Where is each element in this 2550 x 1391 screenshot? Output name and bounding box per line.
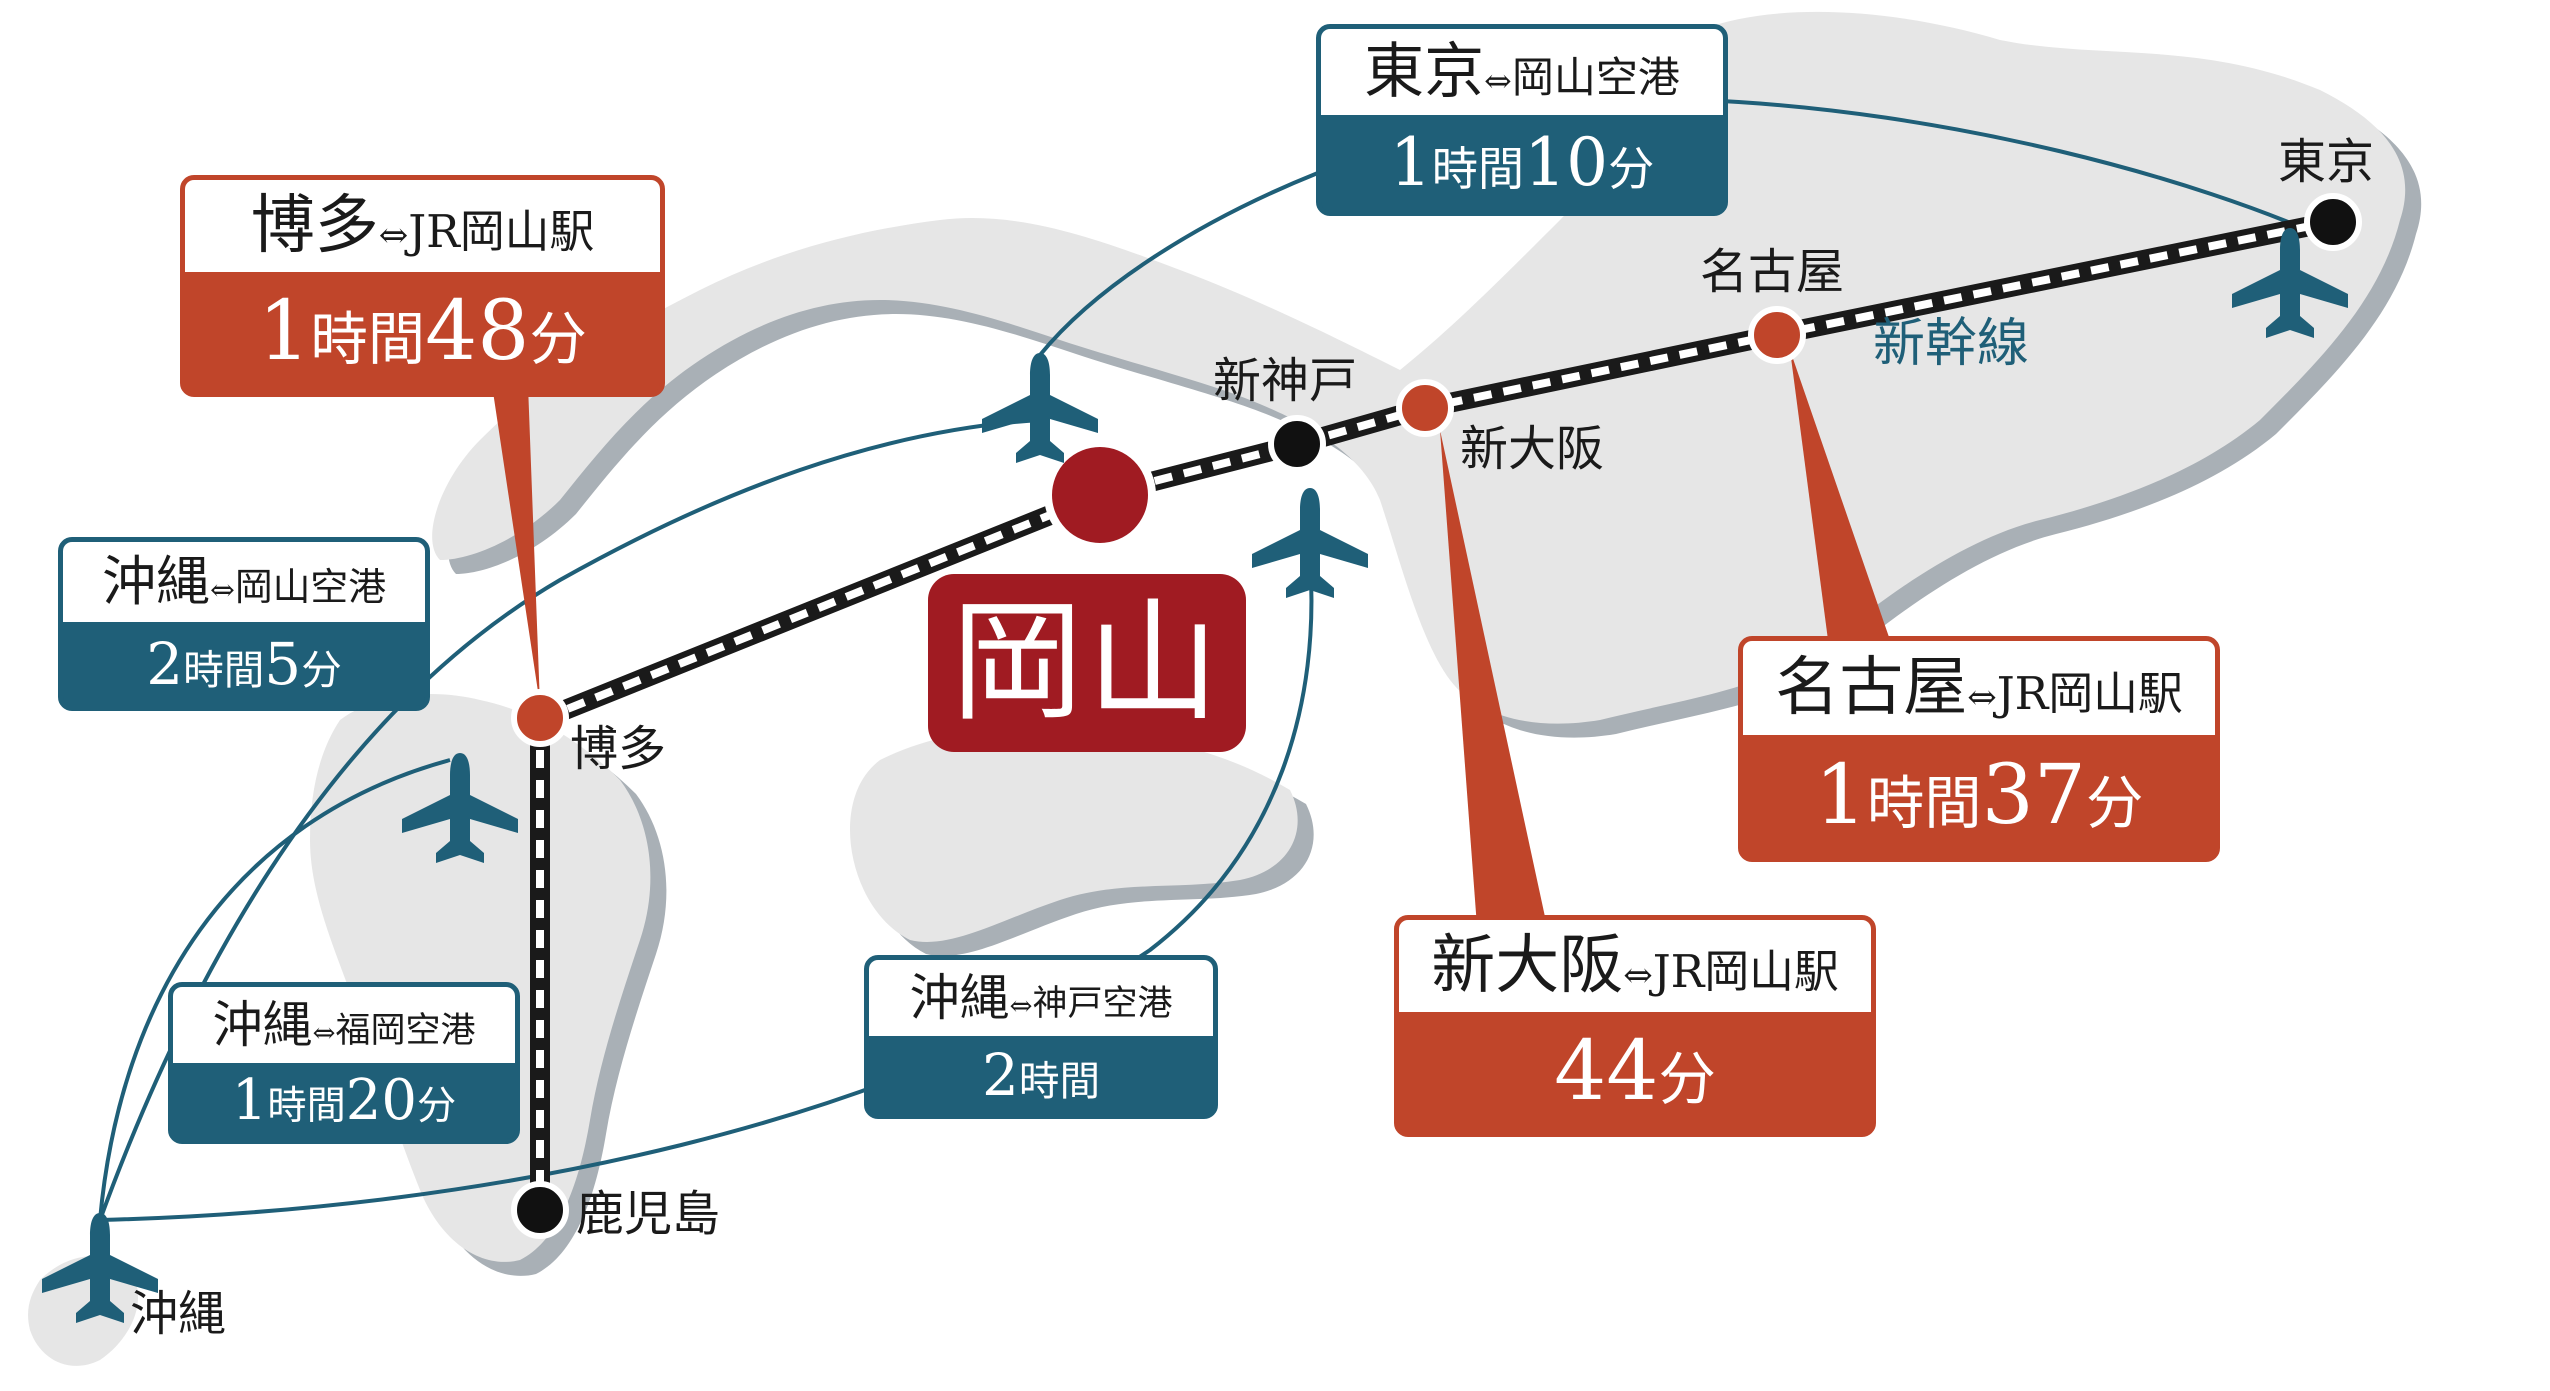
- label-kagoshima: 鹿児島: [576, 1186, 721, 1242]
- box-okinawa-fukuoka-flight: 沖縄⇔福岡空港 1時間20分: [168, 982, 520, 1144]
- label-nagoya: 名古屋: [1700, 244, 1845, 300]
- station-dot-kagoshima: [511, 1181, 569, 1239]
- station-dot-hakata: [511, 689, 569, 747]
- box-okinawa-flight: 沖縄⇔岡山空港 2時間5分: [58, 537, 430, 711]
- label-hakata: 博多: [570, 721, 667, 777]
- pointer-nagoya: [1790, 350, 1890, 640]
- station-dot-shin-osaka: [1396, 379, 1454, 437]
- box-okinawa-kobe-flight: 沖縄⇔神戸空港 2時間: [864, 955, 1218, 1119]
- label-okinawa: 沖縄: [130, 1286, 227, 1342]
- label-tokyo: 東京: [2278, 134, 2375, 190]
- station-dot-tokyo: [2304, 193, 2362, 251]
- label-shin-kobe: 新神戸: [1213, 353, 1358, 409]
- airplane-icon: [1252, 488, 1368, 598]
- box-from: 東京: [1364, 37, 1485, 107]
- shinkansen-line: [530, 212, 2332, 1210]
- station-dot-nagoya: [1748, 306, 1806, 364]
- box-shin-osaka-rail: 新大阪⇔JR岡山駅 44分: [1394, 915, 1876, 1137]
- pointer-shin-osaka: [1440, 430, 1550, 940]
- station-dot-shin-kobe: [1268, 415, 1326, 473]
- label-shin-osaka: 新大阪: [1460, 421, 1605, 477]
- box-tokyo-flight: 東京⇔岡山空港 1時間10分: [1316, 24, 1728, 216]
- station-dot-okayama: [1044, 439, 1156, 551]
- route-okinawa-fukuoka: [98, 758, 451, 1221]
- box-hakata-rail: 博多⇔JR岡山駅 1時間48分: [180, 175, 665, 397]
- label-shinkansen: 新幹線: [1873, 314, 2030, 374]
- box-nagoya-rail: 名古屋⇔JR岡山駅 1時間37分: [1738, 636, 2220, 862]
- okayama-badge: 岡山: [928, 574, 1246, 752]
- pointer-hakata: [492, 385, 540, 705]
